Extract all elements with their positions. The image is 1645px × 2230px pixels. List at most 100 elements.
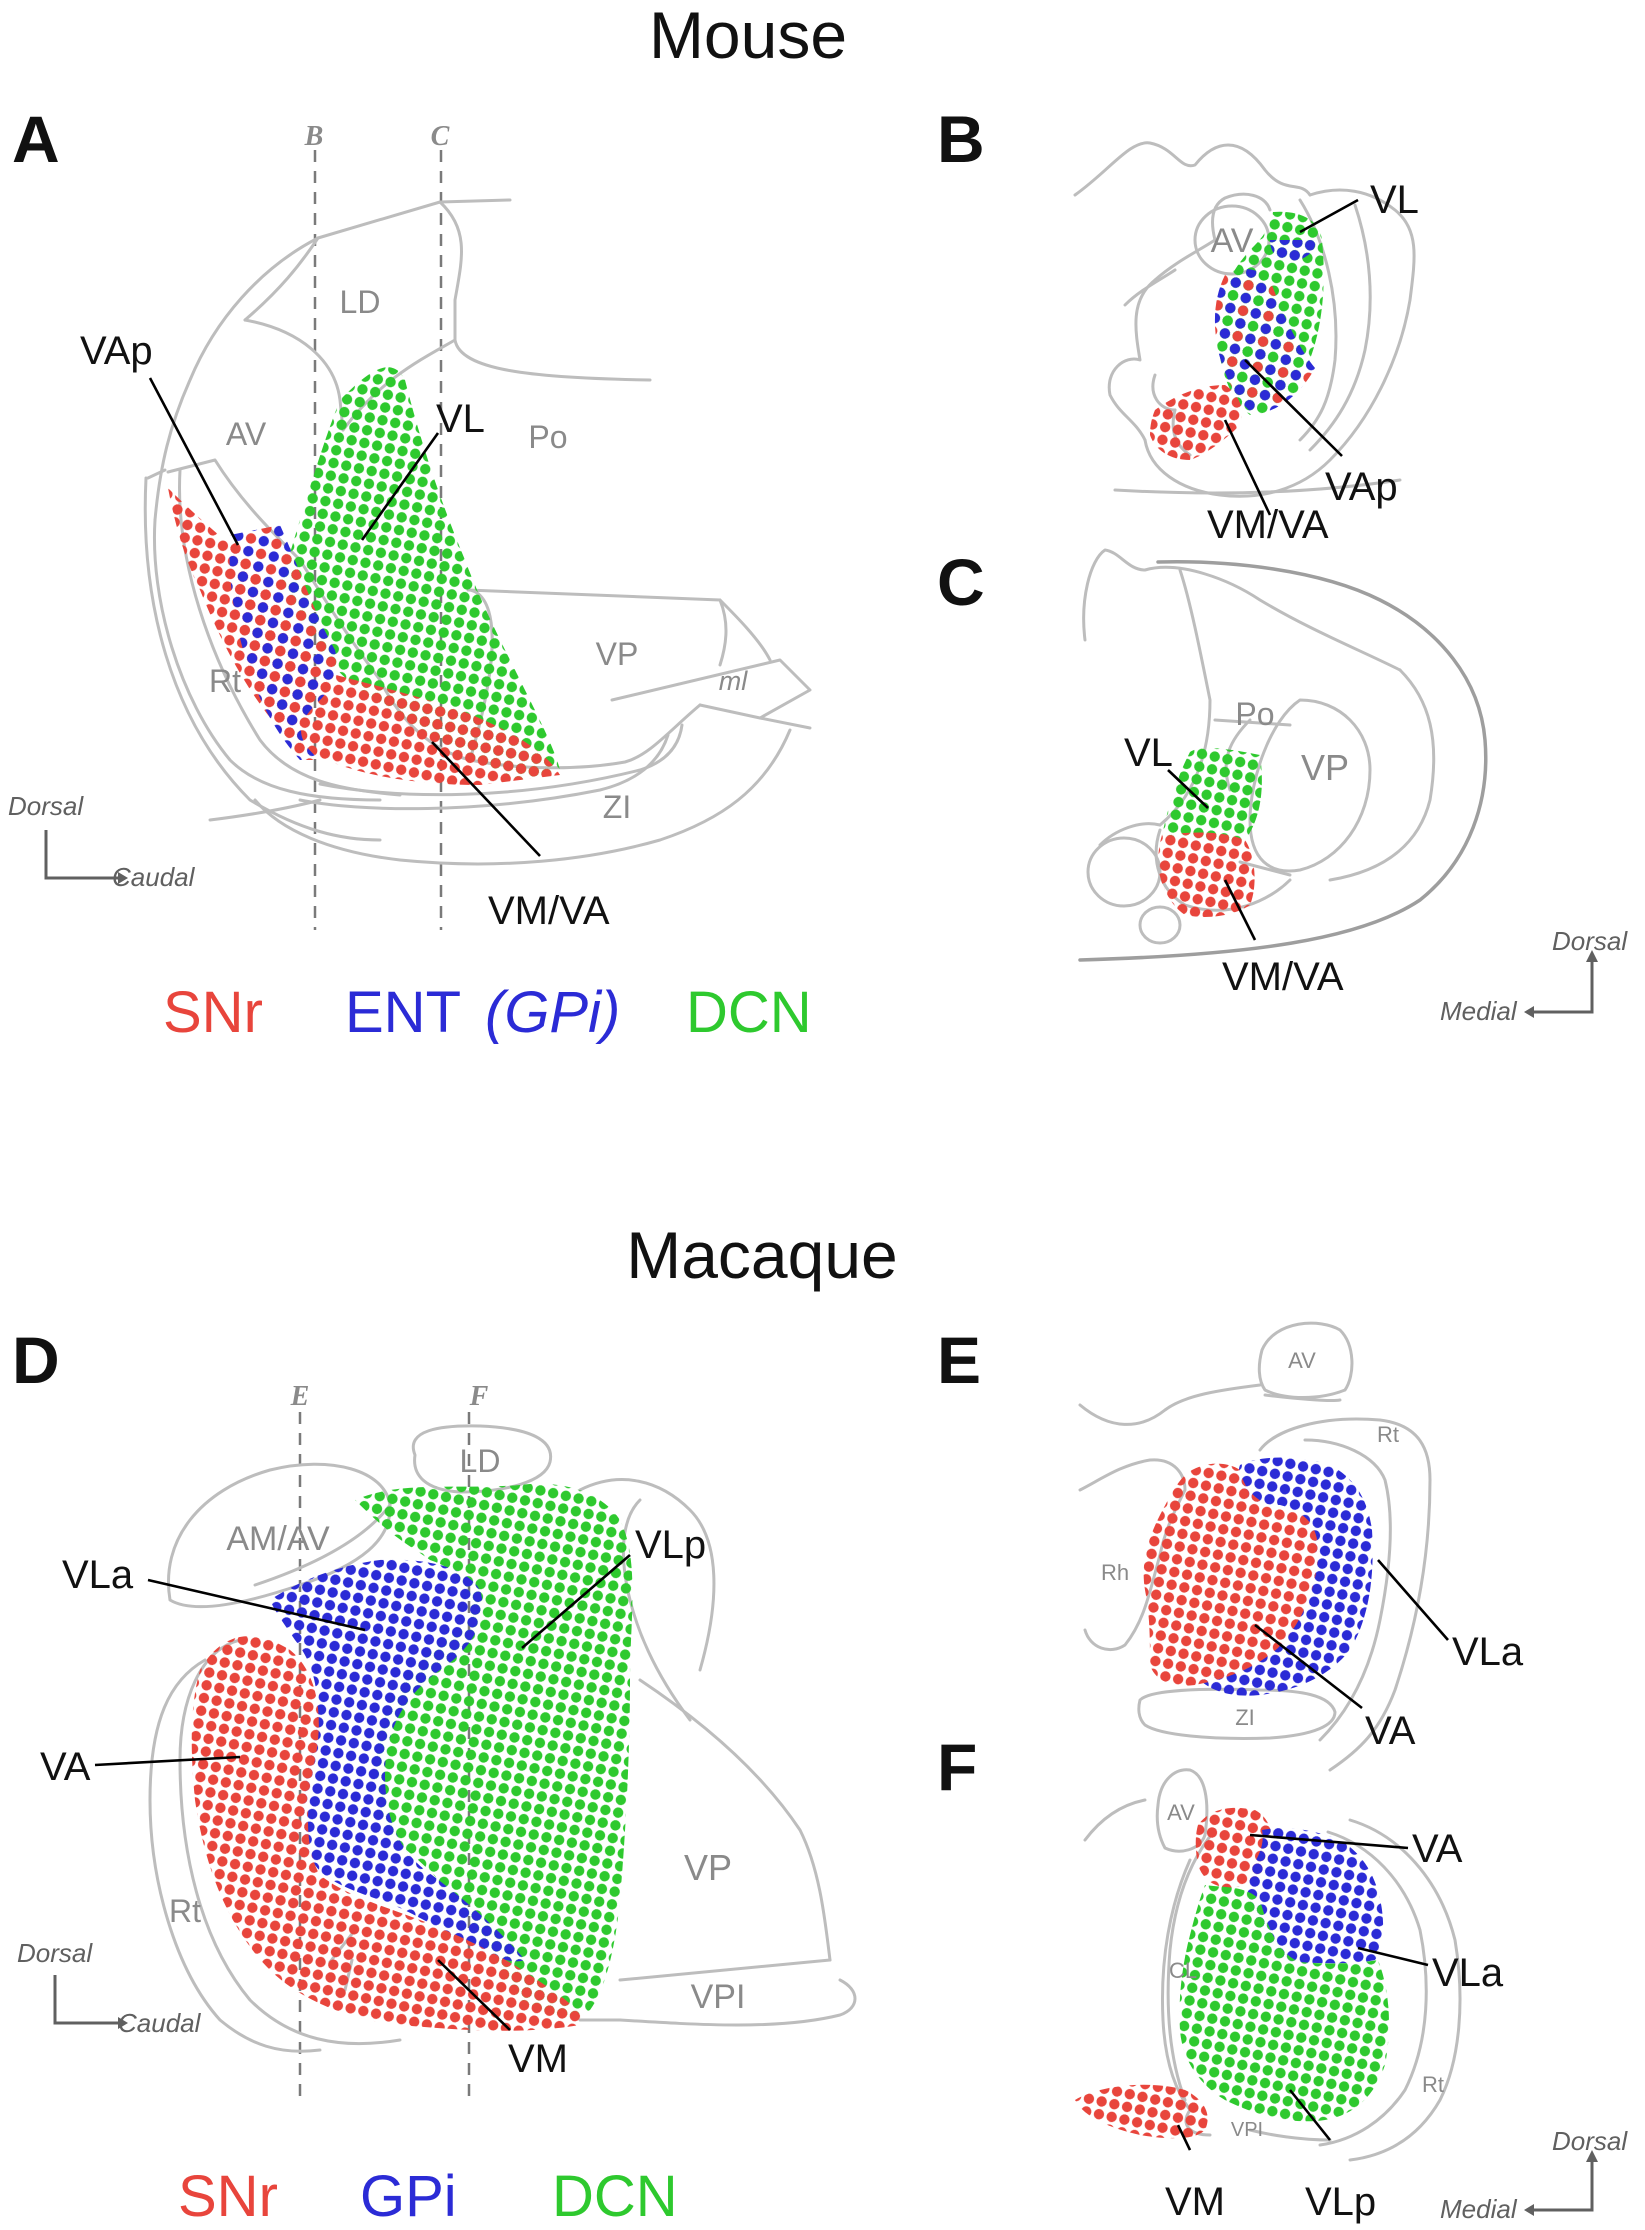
panel-f-region-av: AV — [1167, 1800, 1195, 1825]
macaque-legend: SNr GPi DCN — [178, 2164, 678, 2229]
region-po: Po — [528, 419, 567, 455]
axis-f-dorsal: Dorsal — [1552, 2126, 1628, 2156]
panel-b-callout-vl: VL — [1370, 178, 1419, 222]
macaque-legend-dcn: DCN — [552, 2164, 678, 2229]
panel-a-letter: A — [12, 102, 60, 176]
panel-f-callout-vla: VLa — [1432, 1951, 1504, 1995]
axis-d-dorsal: Dorsal — [17, 1938, 93, 1968]
panel-e-region-rt: Rt — [1377, 1422, 1399, 1447]
panel-a-dcn-area — [282, 367, 560, 780]
axis-a-dorsal: Dorsal — [8, 791, 84, 821]
panel-b-nuclei — [1150, 211, 1324, 460]
mouse-title: Mouse — [649, 0, 847, 72]
panel-d-snr-area — [191, 1636, 582, 2031]
panel-d-gpi-area — [270, 1559, 525, 1962]
panel-e-region-av: AV — [1288, 1348, 1316, 1373]
panel-f-callout-va: VA — [1412, 1827, 1463, 1871]
callout-vm-va: VM/VA — [488, 889, 610, 933]
mouse-legend: SNr ENT (GPi) DCN — [163, 980, 812, 1045]
region-zi: ZI — [603, 789, 631, 825]
panel-c-callout-vl: VL — [1124, 731, 1173, 775]
mouse-legend-gpi: (GPi) — [485, 980, 620, 1045]
panel-d-letter: D — [12, 1323, 60, 1397]
panel-a-ent-area — [229, 525, 337, 760]
panel-c-letter: C — [937, 545, 985, 619]
axis-f-medial: Medial — [1440, 2194, 1518, 2224]
panel-c-region-po: Po — [1235, 696, 1274, 732]
panel-c-snr-area — [1158, 832, 1255, 917]
cut-label-c: C — [431, 121, 450, 152]
panel-c: C Po VP VL VM/VA Dorsal Medial — [937, 545, 1628, 1026]
panel-f-region-rt: Rt — [1422, 2072, 1444, 2097]
panel-f-dcn-area — [1179, 1885, 1390, 2122]
panel-e-nuclei — [1143, 1457, 1373, 1696]
macaque-title: Macaque — [626, 1218, 898, 1292]
panel-d-callout-vla: VLa — [62, 1553, 134, 1597]
cut-label-b: B — [304, 121, 324, 152]
panel-b-callout-vm-va: VM/VA — [1207, 503, 1329, 547]
panel-a-nuclei — [168, 367, 560, 785]
axis-d-caudal: Caudal — [118, 2008, 202, 2038]
panel-d-nuclei — [191, 1483, 633, 2031]
macaque-legend-gpi: GPi — [360, 2164, 457, 2229]
panel-f-outlines — [1083, 1768, 1462, 2162]
panel-d-region-amav: AM/AV — [226, 1520, 330, 1558]
panel-d-callout-vlp: VLp — [635, 1523, 706, 1567]
mouse-legend-snr: SNr — [163, 980, 263, 1045]
region-vp: VP — [596, 636, 639, 672]
panel-c-dcn-area — [1162, 748, 1262, 841]
cut-label-e: E — [290, 1381, 310, 1412]
panel-d-callout-vm: VM — [508, 2037, 568, 2081]
panel-b-letter: B — [937, 102, 985, 176]
panel-b-region-av: AV — [1211, 222, 1254, 260]
panel-f-region-cl: CL — [1169, 1958, 1197, 1983]
mouse-legend-ent: ENT — [345, 980, 461, 1045]
panel-b-vl-blue-area — [1270, 240, 1316, 262]
panel-e-region-zi: ZI — [1235, 1705, 1255, 1730]
panel-e-region-rh: Rh — [1101, 1560, 1129, 1585]
panel-c-callout-vm-va: VM/VA — [1222, 955, 1344, 999]
panel-e: E AV Rt Rh ZI VLa VA — [937, 1321, 1524, 1772]
panel-e-letter: E — [937, 1323, 981, 1397]
region-ml: ml — [719, 666, 748, 696]
panel-b-mix-area — [1214, 268, 1315, 415]
axis-c-medial: Medial — [1440, 996, 1518, 1026]
panel-d-region-vp: VP — [684, 1847, 732, 1888]
panel-f-nuclei — [1075, 1807, 1390, 2139]
region-av: AV — [226, 416, 267, 452]
panel-d-region-rt: Rt — [169, 1893, 201, 1929]
panel-f-letter: F — [937, 1730, 977, 1804]
region-ld: LD — [340, 284, 381, 320]
panel-f-region-vpi: VPI — [1231, 2119, 1263, 2141]
macaque-legend-snr: SNr — [178, 2164, 278, 2229]
panel-a-snr-area — [168, 488, 560, 785]
panel-d-callout-va: VA — [40, 1745, 91, 1789]
panel-f-callout-vlp: VLp — [1305, 2180, 1376, 2224]
panel-b-callout-vap: VAp — [1325, 465, 1398, 509]
panel-d: D E F LD AM/AV Rt VP VPI — [12, 1323, 857, 2100]
panel-c-region-vp: VP — [1301, 747, 1349, 788]
panel-e-snr-area — [1143, 1463, 1319, 1686]
panel-e-gpi-area — [1200, 1457, 1373, 1696]
panel-f-snr-vm-area — [1075, 2084, 1208, 2139]
region-rt: Rt — [209, 663, 241, 699]
panel-a: A B C — [8, 102, 812, 933]
panel-f-gpi-area — [1247, 1828, 1384, 1964]
mouse-legend-dcn: DCN — [686, 980, 812, 1045]
cut-label-f: F — [469, 1381, 489, 1412]
panel-f: F AV CL Rt VPI VA VLa VLp VM — [937, 1730, 1628, 2224]
panel-e-callout-va: VA — [1365, 1709, 1416, 1753]
panel-c-nuclei — [1158, 748, 1262, 917]
callout-vl: VL — [436, 397, 485, 441]
axis-a-caudal: Caudal — [112, 862, 196, 892]
callout-vap: VAp — [80, 329, 153, 373]
panel-d-region-vpi: VPI — [691, 1978, 746, 2016]
panel-e-callout-vla: VLa — [1452, 1630, 1524, 1674]
panel-b-outlines — [1073, 141, 1416, 498]
panel-b: B AV VL VAp VM/VA — [937, 102, 1419, 547]
panel-d-region-ld: LD — [460, 1443, 501, 1479]
panel-b-snr-area — [1150, 385, 1242, 460]
axis-c-dorsal: Dorsal — [1552, 926, 1628, 956]
panel-d-dcn-area — [355, 1483, 633, 2016]
